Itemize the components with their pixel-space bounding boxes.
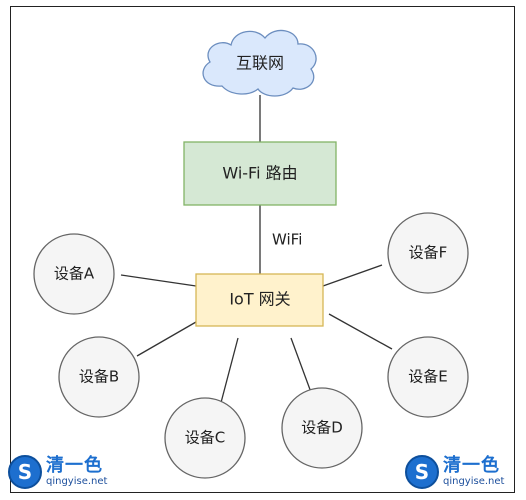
iot-gateway-label: IoT 网关	[229, 290, 290, 309]
device-a-circle	[33, 233, 115, 315]
device-e-circle	[387, 336, 469, 418]
device-e-label: 设备E	[408, 368, 447, 386]
device-c-node: 设备C	[164, 397, 246, 479]
watermark-name: 清一色	[46, 455, 103, 476]
device-c-circle	[164, 397, 246, 479]
watermark-right: S 清一色 qingyise.net	[405, 455, 504, 489]
diagram-frame	[10, 6, 515, 493]
device-b-label: 设备B	[79, 368, 119, 386]
watermark-url: qingyise.net	[443, 476, 505, 487]
watermark-url: qingyise.net	[46, 476, 108, 487]
device-f-circle	[387, 212, 469, 294]
watermark-name: 清一色	[443, 455, 500, 476]
watermark-left: S 清一色 qingyise.net	[8, 455, 107, 489]
watermark-logo-icon: S	[8, 455, 42, 489]
internet-cloud: 互联网	[202, 29, 317, 97]
device-f-node: 设备F	[387, 212, 469, 294]
device-d-label: 设备D	[301, 419, 343, 437]
wifi-router-node: Wi-Fi 路由	[183, 141, 337, 206]
device-f-label: 设备F	[409, 244, 448, 262]
device-e-node: 设备E	[387, 336, 469, 418]
wifi-router-label: Wi-Fi 路由	[222, 164, 297, 183]
cloud-label: 互联网	[236, 54, 284, 73]
device-a-label: 设备A	[54, 265, 95, 283]
edge-gateway-device-f	[322, 264, 383, 287]
wifi-router-box	[183, 141, 337, 206]
edge-gateway-device-a	[120, 274, 197, 287]
device-d-node: 设备D	[281, 387, 363, 469]
iot-gateway-box	[195, 273, 324, 327]
device-b-node: 设备B	[58, 336, 140, 418]
edge-gateway-device-b	[136, 321, 197, 357]
edge-gateway-device-d	[290, 337, 313, 396]
device-c-label: 设备C	[185, 429, 225, 447]
iot-gateway-node: IoT 网关	[195, 273, 324, 327]
device-b-circle	[58, 336, 140, 418]
watermark-logo-icon: S	[405, 455, 439, 489]
device-d-circle	[281, 387, 363, 469]
cloud-icon	[202, 29, 317, 97]
wifi-link-label: WiFi	[272, 231, 302, 249]
device-a-node: 设备A	[33, 233, 115, 315]
edge-gateway-device-e	[328, 313, 393, 350]
